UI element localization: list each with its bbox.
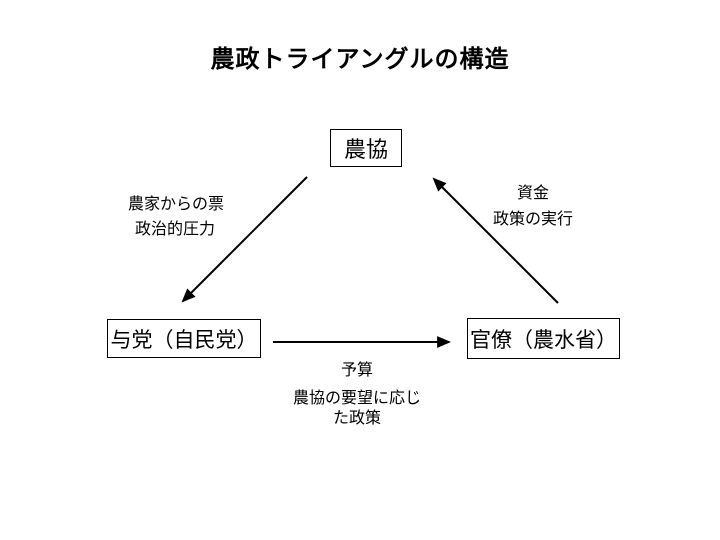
edge-label-political-pressure: 政治的圧力 <box>135 221 216 238</box>
edge-label-policy-execution: 政策の実行 <box>493 211 574 228</box>
node-kanryo: 官僚（農水省） <box>467 318 620 359</box>
node-nokyo-label: 農協 <box>343 137 388 162</box>
edge-label-demand-policy: 農協の要望に応じ た政策 <box>292 390 421 427</box>
edge-label-farm-votes: 農家からの票 <box>128 196 225 213</box>
edge-label-funds: 資金 <box>517 185 550 202</box>
edge-label-budget: 予算 <box>340 362 373 379</box>
diagram-title: 農政トライアングルの構造 <box>210 46 510 73</box>
node-kanryo-label: 官僚（農水省） <box>470 328 617 352</box>
node-yoto-label: 与党（自民党） <box>110 328 258 352</box>
node-yoto: 与党（自民党） <box>107 319 261 358</box>
node-nokyo: 農協 <box>330 129 402 167</box>
